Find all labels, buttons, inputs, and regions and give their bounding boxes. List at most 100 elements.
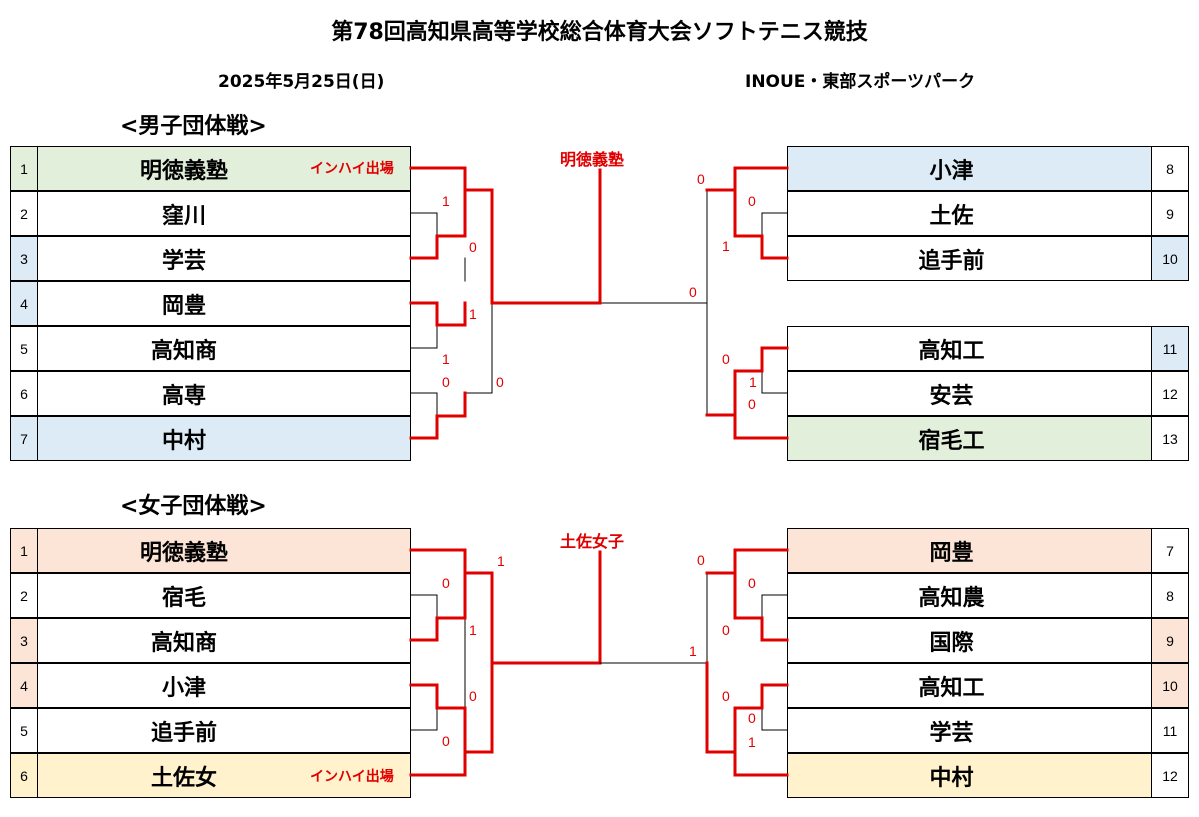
girls-team-row: 4 小津 [10,663,411,708]
match-score: 1 [442,351,450,367]
bracket-line [761,212,788,237]
match-score: 1 [689,643,697,659]
match-score: 0 [442,374,450,390]
girls-section-heading: <女子団体戦> [120,494,267,519]
team-name: 高知商 [150,338,217,364]
match-score: 0 [722,688,730,704]
seed-number: 4 [11,664,38,707]
boys-team-row: 9 土佐 [787,191,1189,236]
seed-number: 8 [1151,147,1188,190]
match-score: 1 [442,193,450,209]
team-name: 岡豊 [929,540,974,566]
team-name: 追手前 [918,248,985,274]
boys-team-row: 3 学芸 [10,236,411,281]
boys-section-heading: <男子団体戦> [120,114,267,139]
team-name: 学芸 [929,720,974,746]
girls-team-row: 12 中村 [787,753,1189,798]
match-score: 0 [469,688,477,704]
team-name: 土佐 [929,203,974,229]
team-name: 中村 [929,765,974,791]
seed-number: 2 [11,192,38,235]
team-name: 高知農 [918,585,985,611]
match-score: 1 [497,553,505,569]
match-score: 0 [442,733,450,749]
girls-team-row: 8 高知農 [787,573,1189,618]
match-score: 0 [697,171,705,187]
seed-number: 2 [11,574,38,617]
bracket-line [410,324,438,349]
seed-number: 12 [1151,372,1188,415]
seed-number: 11 [1151,709,1188,752]
seed-number: 1 [11,529,38,572]
team-name: 学芸 [161,248,206,274]
match-score: 0 [748,396,756,412]
match-score: 1 [469,306,477,322]
team-name: 高知商 [150,630,217,656]
team-name: 追手前 [150,720,217,746]
bracket-win-line [409,166,602,305]
seed-number: 4 [11,282,38,325]
seed-number: 9 [1151,619,1188,662]
bracket-win-line [733,571,789,642]
bracket-line [410,212,438,237]
team-name: 明徳義塾 [139,158,228,184]
seed-number: 12 [1151,754,1188,797]
bracket-win-line [409,548,602,665]
team-name: 小津 [161,675,206,701]
bracket-line [410,594,438,619]
match-score: 0 [442,575,450,591]
bracket-win-line [409,188,467,260]
match-score: 0 [496,374,504,390]
seed-number: 1 [11,147,38,190]
seed-number: 11 [1151,327,1188,370]
seed-number: 5 [11,327,38,370]
team-name: 国際 [929,630,974,656]
match-score: 1 [469,622,477,638]
girls-team-row: 1 明徳義塾 [10,528,411,573]
boys-team-row: 2 窪川 [10,191,411,236]
interhigh-note: インハイ出場 [310,161,394,177]
seed-number: 8 [1151,574,1188,617]
seed-number: 10 [1151,664,1188,707]
bracket-win-line [409,750,467,777]
event-venue: INOUE・東部スポーツパーク [745,72,976,92]
event-date: 2025年5月25日(日) [218,72,385,92]
boys-team-row: 11 高知工 [787,326,1189,371]
seed-number: 6 [11,372,38,415]
bracket-win-line [705,413,789,440]
seed-number: 13 [1151,417,1188,460]
bracket-line [761,594,788,619]
bracket-line [410,392,438,417]
bracket-win-line [409,391,467,440]
match-score: 0 [722,622,730,638]
match-score: 0 [748,575,756,591]
bracket-win-line [409,661,494,754]
girls-team-row: 3 高知商 [10,618,411,663]
seed-number: 3 [11,619,38,662]
bracket-win-line [733,346,789,395]
boys-team-row: 7 中村 [10,416,411,461]
seed-number: 3 [11,237,38,280]
team-name: 土佐女 [150,765,217,791]
page-title: 第78回高知県高等学校総合体育大会ソフトテニス競技 [331,20,868,45]
boys-team-row: 8 小津 [787,146,1189,191]
seed-number: 7 [1151,529,1188,572]
team-name: 岡豊 [161,293,206,319]
match-score: 0 [469,239,477,255]
match-score: 1 [748,734,756,750]
team-name: 宿毛工 [918,428,985,454]
bracket-win-line [409,301,467,327]
girls-team-row: 9 国際 [787,618,1189,663]
team-name: 中村 [161,428,206,454]
team-name: 小津 [929,158,974,184]
team-name: 窪川 [161,203,206,229]
boys-team-row: 6 高専 [10,371,411,416]
seed-number: 6 [11,754,38,797]
match-score: 0 [697,552,705,568]
bracket-line [761,370,788,394]
girls-team-row: 7 岡豊 [787,528,1189,573]
team-name: 高知工 [918,675,985,701]
team-name: 高知工 [918,338,985,364]
seed-number: 5 [11,709,38,752]
